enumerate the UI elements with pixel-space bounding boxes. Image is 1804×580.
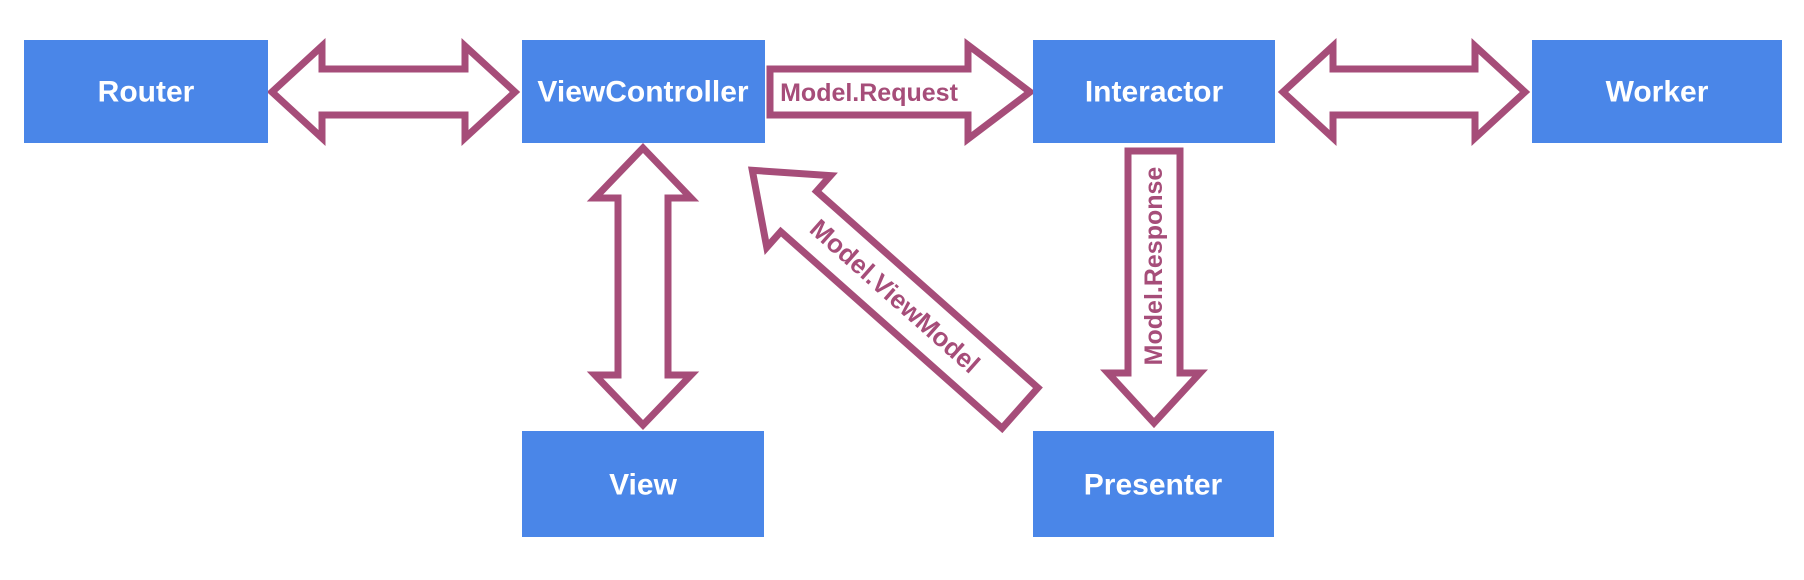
node-presenter-label: Presenter	[1084, 469, 1223, 502]
viewmodel-arrow-presenter-viewcontroller	[748, 166, 1043, 434]
node-view-box	[522, 431, 764, 537]
node-presenter: Presenter	[1033, 431, 1274, 537]
node-view-controller-box	[522, 40, 765, 143]
bidirectional-arrow-viewcontroller-view	[586, 142, 700, 431]
response-arrow-interactor-presenter	[1100, 147, 1208, 429]
model-viewmodel-label: Model.ViewModel	[804, 213, 986, 379]
node-view-label: View	[609, 469, 677, 502]
node-interactor: Interactor	[1033, 40, 1275, 143]
node-worker-label: Worker	[1606, 76, 1709, 109]
node-worker: Worker	[1532, 40, 1782, 143]
bidirectional-arrow-router-viewcontroller	[266, 38, 521, 146]
model-request-label: Model.Request	[780, 79, 958, 107]
node-interactor-label: Interactor	[1085, 76, 1224, 109]
node-presenter-box	[1033, 431, 1274, 537]
node-view-controller: ViewController	[522, 40, 765, 143]
node-worker-box	[1532, 40, 1782, 143]
node-interactor-box	[1033, 40, 1275, 143]
node-view-controller-label: ViewController	[537, 76, 748, 109]
node-router-box	[24, 40, 268, 143]
request-arrow-viewcontroller-interactor	[766, 37, 1036, 147]
model-response-label: Model.Response	[1140, 167, 1168, 366]
node-router: Router	[24, 40, 268, 143]
node-router-label: Router	[98, 76, 195, 109]
node-view: View	[522, 431, 764, 537]
bidirectional-arrow-interactor-worker	[1277, 38, 1531, 146]
